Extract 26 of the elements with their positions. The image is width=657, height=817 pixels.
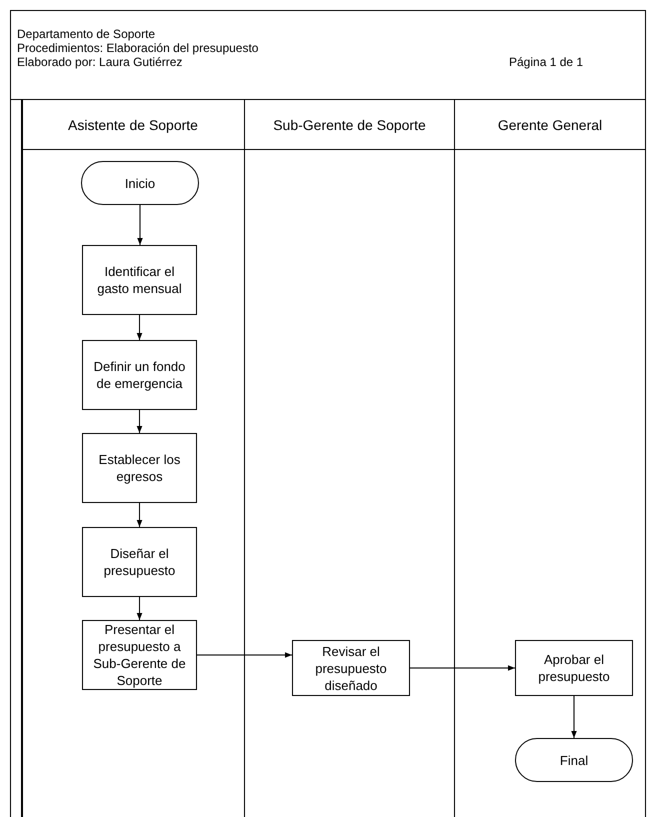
header-text: Elaborado por: Laura Gutiérrez [17, 55, 182, 69]
arrow [137, 204, 143, 246]
swimlane [21, 99, 245, 817]
process-box: Presentar el presupuesto a Sub-Gerente de Soporte [82, 620, 197, 690]
arrow [571, 696, 577, 738]
header-text: Procedimientos: Elaboración del presupuesto [17, 41, 258, 55]
swimlane [454, 99, 646, 817]
process-box: Definir un fondo de emergencia [82, 340, 197, 410]
process-box: Identificar el gasto mensual [82, 245, 197, 315]
terminator-shape: Final [515, 738, 633, 782]
lane-title: Sub-Gerente de Soporte [245, 99, 454, 150]
arrow [136, 314, 142, 340]
lane-title: Asistente de Soporte [22, 99, 244, 150]
process-box: Diseñar el presupuesto [82, 527, 197, 597]
terminator-shape: Inicio [81, 161, 199, 205]
arrow [410, 665, 516, 671]
arrow [196, 652, 292, 658]
arrow [136, 410, 142, 434]
arrow [136, 502, 142, 528]
process-box: Establecer los egresos [82, 433, 197, 503]
arrow [136, 596, 142, 620]
lane-title: Gerente General [455, 99, 645, 150]
process-box: Revisar el presupuesto diseñado [292, 640, 410, 696]
header-text: Departamento de Soporte [17, 27, 156, 41]
page-number: Página 1 de 1 [509, 55, 584, 69]
process-box: Aprobar el presupuesto [515, 640, 633, 696]
